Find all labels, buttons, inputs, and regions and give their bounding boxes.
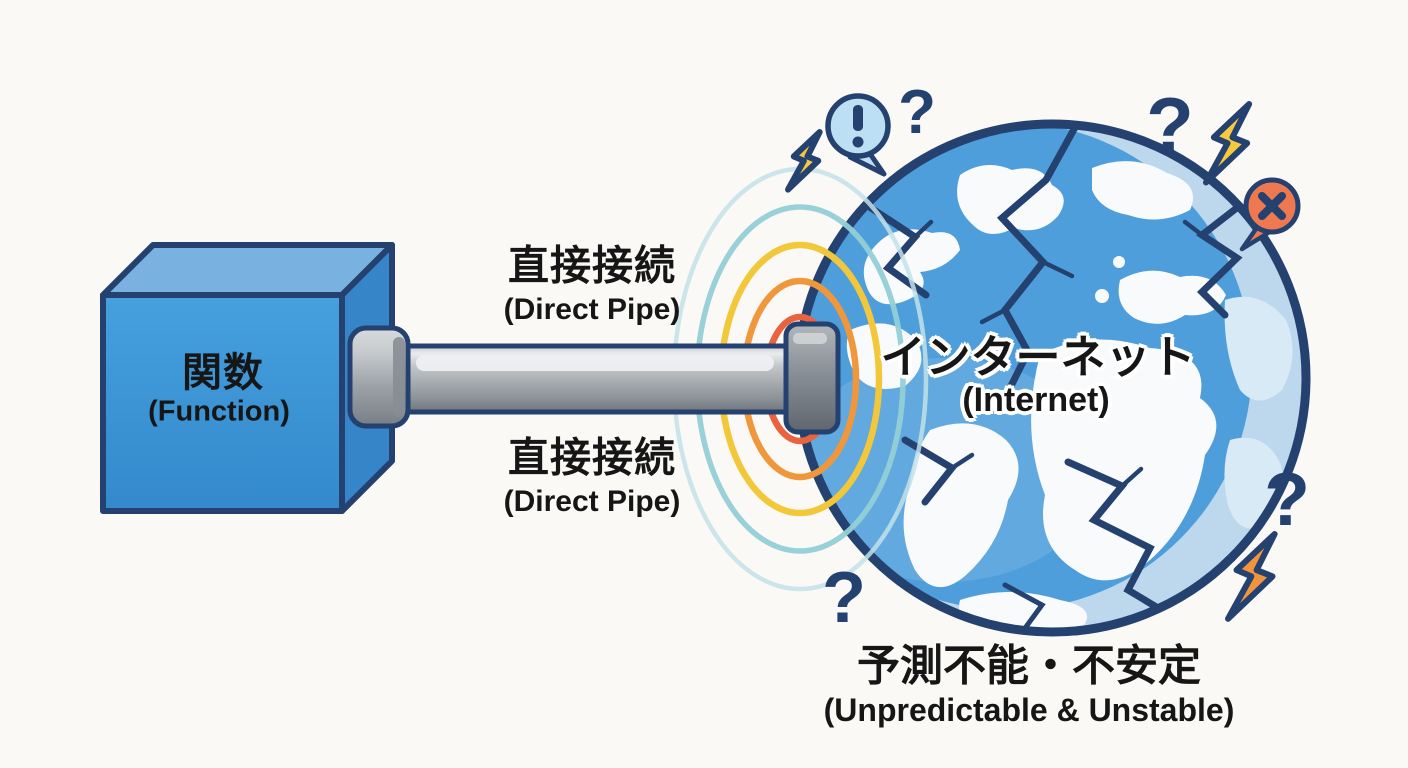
globe-sheen (798, 358, 1100, 582)
pipe-bottom-label-ja: 直接接続 (508, 434, 676, 481)
question-mark-icon: ? (822, 558, 866, 638)
function-box-label-ja: 関数 (182, 351, 264, 395)
exclamation-bubble-icon (825, 93, 891, 177)
caption-ja: 予測不能・不安定 (857, 642, 1201, 691)
globe-label-ja: インターネット (880, 331, 1196, 383)
pipe-top-label-en: (Direct Pipe) (503, 293, 681, 326)
internet-globe (793, 119, 1311, 637)
exclamation-icon (853, 105, 863, 131)
lightning-bolts (788, 104, 1275, 619)
pipe-highlight (416, 355, 774, 371)
error-bubble-icon (1239, 177, 1301, 252)
pipe-flange-recess (393, 337, 405, 417)
globe-label-en: (Internet) (962, 381, 1110, 419)
function-cube (100, 242, 395, 514)
pipe-bottom-label-en: (Direct Pipe) (503, 485, 681, 518)
caption-en: (Unpredictable & Unstable) (823, 692, 1235, 728)
lightning-bolt-icon (788, 132, 820, 190)
question-mark-icon: ? (898, 78, 936, 147)
crack-lines (864, 124, 1251, 632)
direct-pipe (347, 321, 841, 435)
x-icon (1258, 192, 1286, 220)
pipe-collar-highlight (793, 333, 827, 344)
cube-front-face (100, 292, 345, 514)
lightning-bolt-icon (1206, 104, 1249, 182)
question-mark-icon: ? (1264, 457, 1310, 541)
pipe-top-label-ja: 直接接続 (508, 242, 676, 289)
pipe-collar (783, 321, 841, 435)
lightning-bolt-icon (1228, 534, 1275, 619)
question-mark-icon: ? (1146, 81, 1194, 169)
question-marks: ? ? ? ? (822, 78, 1310, 638)
function-box-label-en: (Function) (148, 395, 290, 428)
